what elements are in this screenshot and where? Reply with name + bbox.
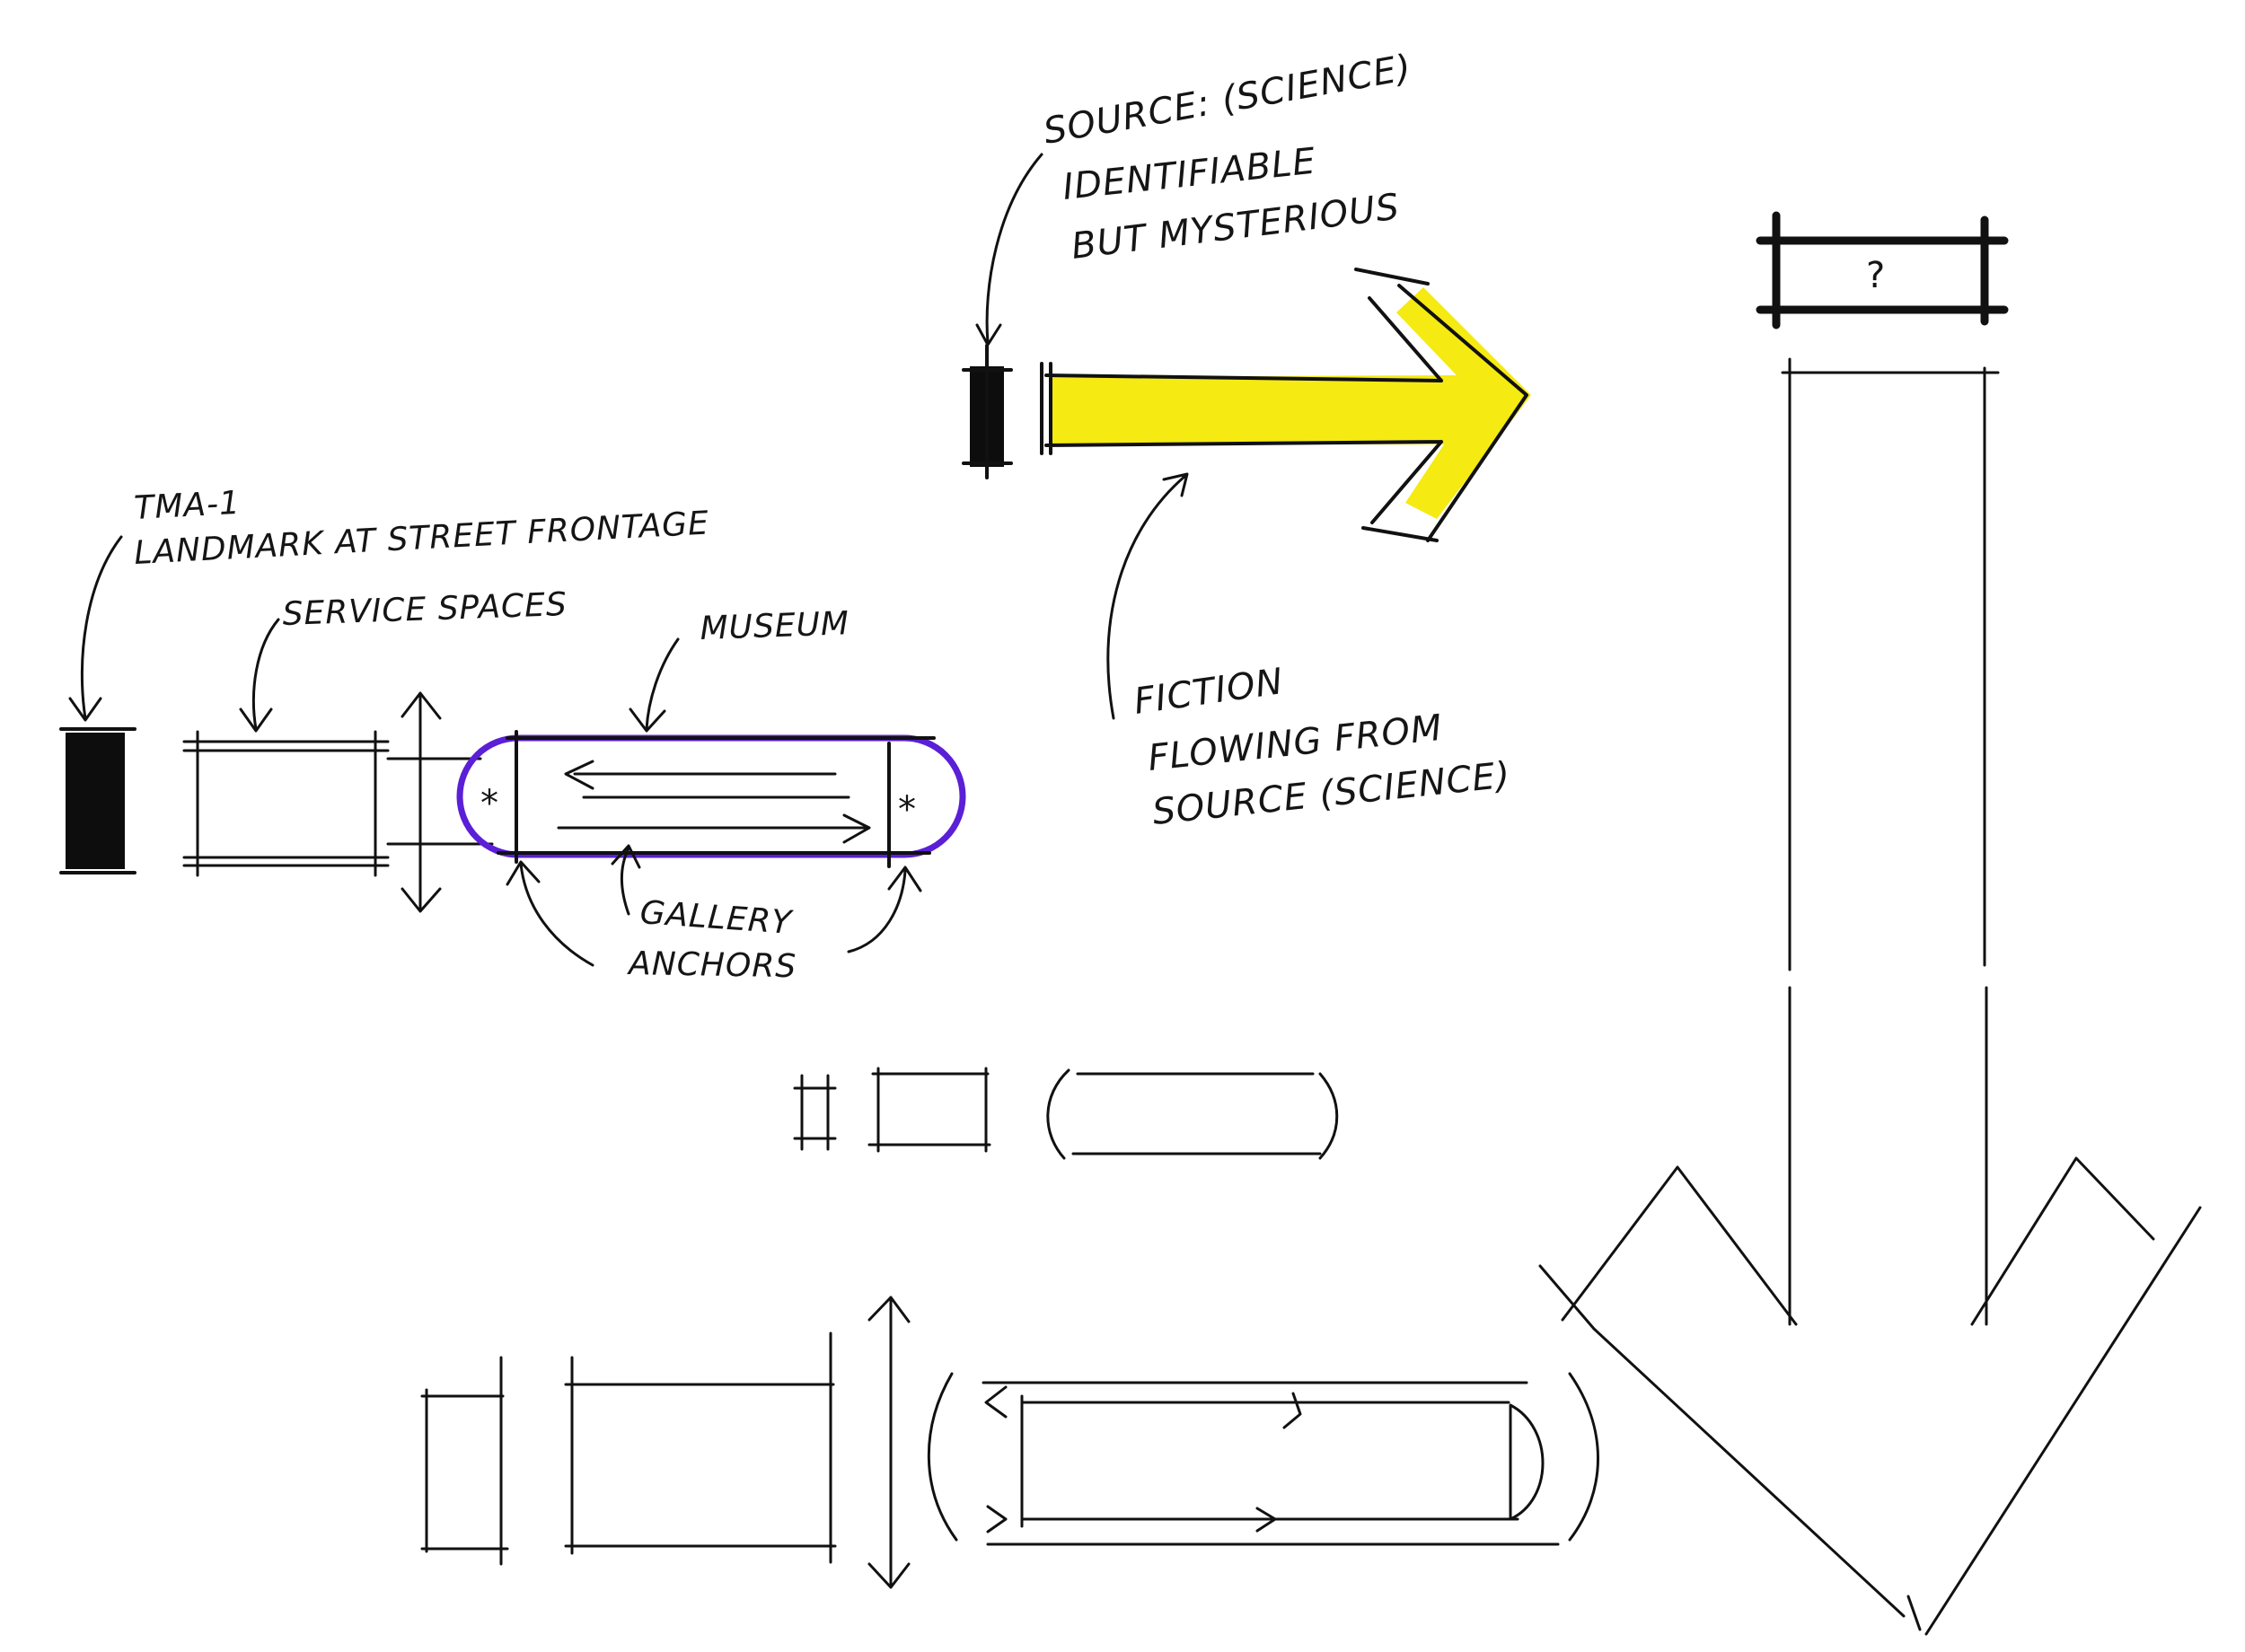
gallery-flow [557,760,871,844]
yellow-arrow-outline [1040,268,1528,542]
unknown-box [1756,211,2009,330]
fiction-leader [1106,472,1189,720]
large-plan-diagram [420,1296,1599,1589]
large-plan-block [420,1356,509,1566]
museum-capsule-ticks [497,730,936,868]
source-label-line2: IDENTIFIABLE [1061,141,1317,208]
connector-lines [386,757,494,846]
source-block-ticks [962,344,1013,479]
gallery-anchor-right: * [898,789,916,830]
landmark-block [66,733,125,869]
gallery-label-line2: ANCHORS [627,945,797,985]
fiction-label-line1: FICTION [1131,661,1286,723]
dimension-arrow [401,691,442,913]
tma-label-line1: TMA-1 [133,485,242,527]
unknown-mark: ? [1866,255,1885,296]
museum-leader [629,637,680,733]
museum-label: MUSEUM [700,605,850,647]
gallery-anchor-left: * [480,783,498,824]
large-plan-museum [927,1372,1599,1546]
source-label-line1: SOURCE: (SCIENCE) [1041,47,1415,152]
small-plan-block [793,1074,837,1151]
gallery-label-line1: GALLERY [638,894,795,942]
service-spaces-box [182,730,390,877]
museum-plan-diagram: * * TMA-1 LANDMARK AT STREET FRONTAGE SE… [59,485,966,985]
tma-leader [68,535,123,722]
service-leader [239,618,280,733]
service-spaces-label: SERVICE SPACES [282,586,568,633]
small-plan-museum-capsule [1046,1068,1339,1160]
yellow-arrow [1052,287,1531,519]
landmark-ticks [59,727,136,874]
down-arrow-outline [1538,357,2202,1636]
source-leader [975,153,1043,347]
down-arrow-diagram: ? [1538,211,2202,1636]
source-fiction-diagram: SOURCE: (SCIENCE) IDENTIFIABLE BUT MYSTE… [962,47,1531,833]
large-plan-dimension-arrow [867,1296,911,1589]
gallery-leader-left [506,860,594,967]
small-plan-service-box [867,1067,991,1153]
large-plan-service-box [564,1331,837,1564]
gallery-leader-right [847,866,922,953]
gallery-leader-mid [611,844,641,916]
small-plan-diagram [793,1067,1339,1160]
